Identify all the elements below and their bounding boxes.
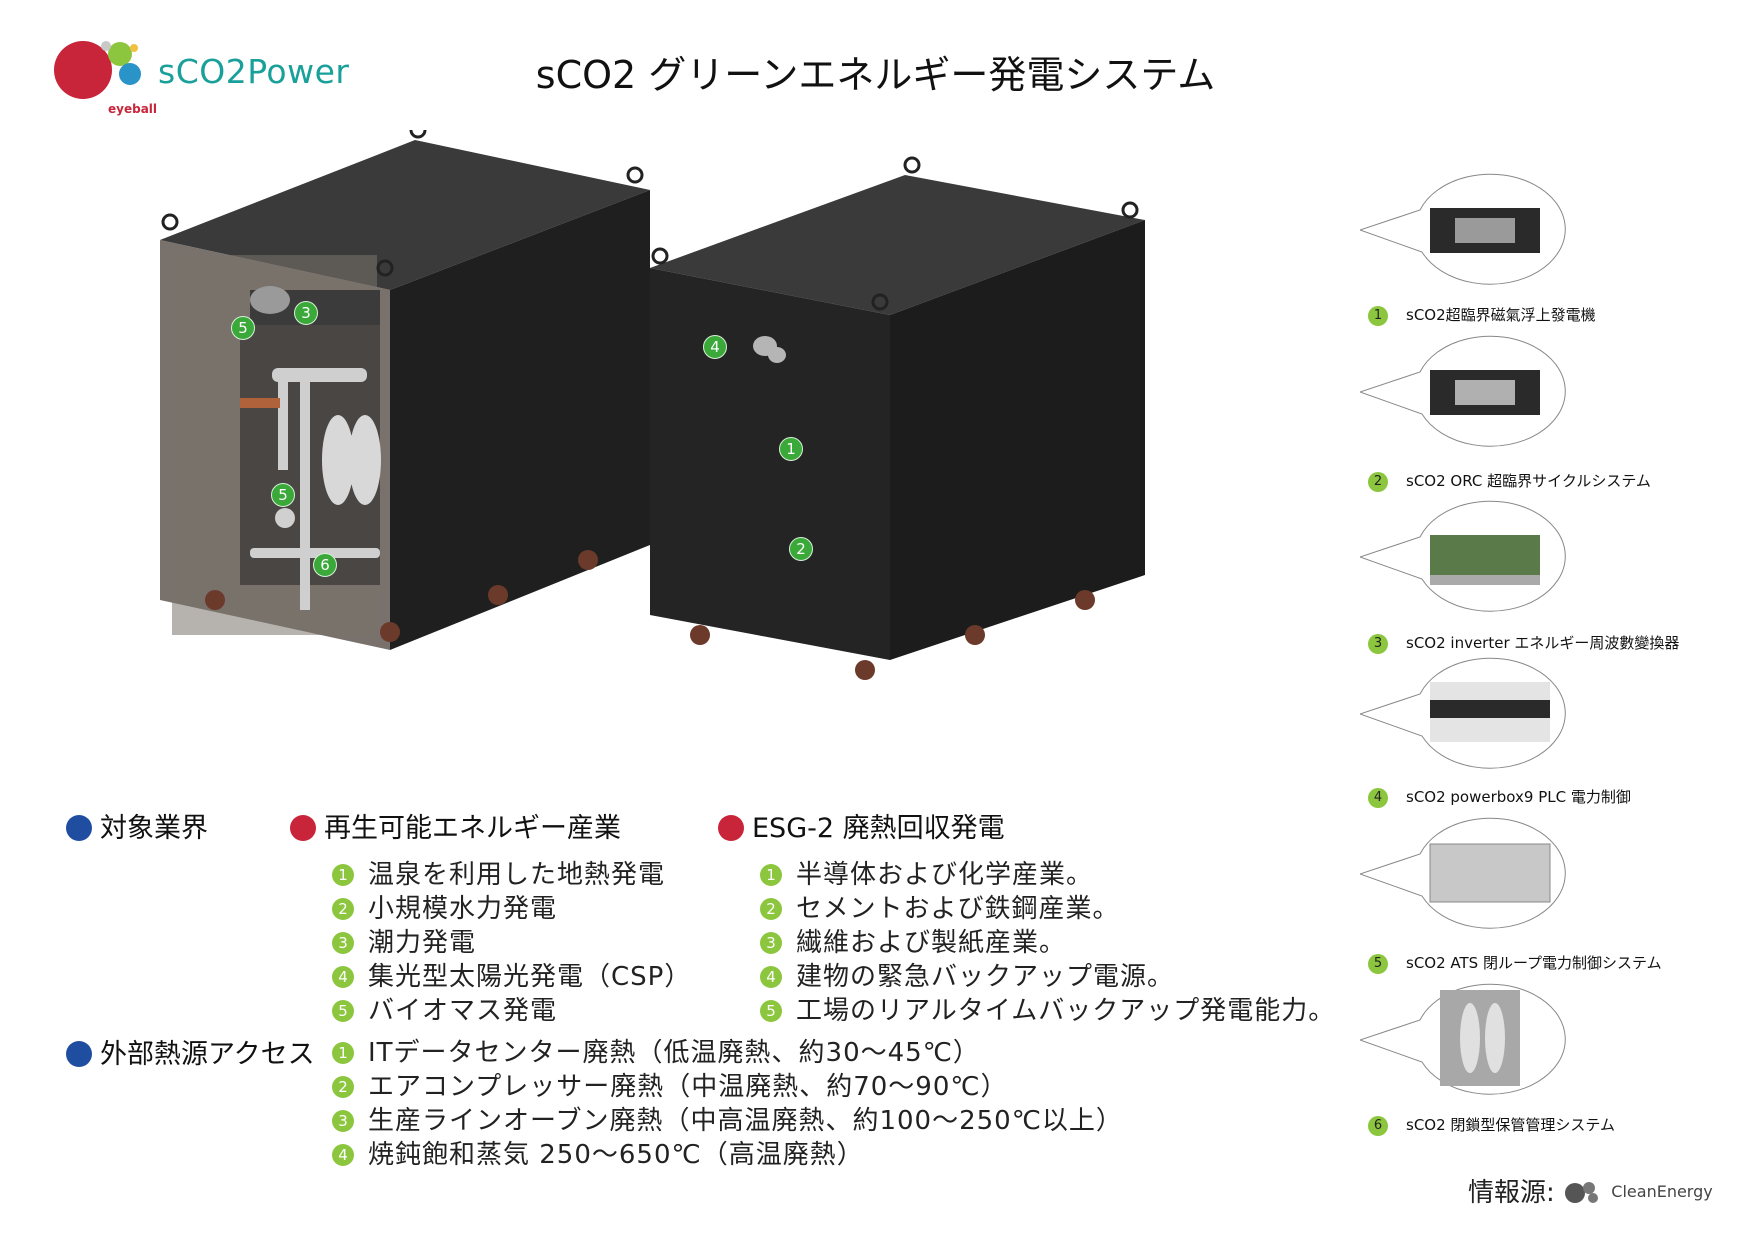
machine-open-cabinet — [160, 121, 650, 650]
component-callout-2 — [1360, 330, 1574, 450]
red-bullet — [718, 815, 744, 841]
machine-closed-cabinet — [650, 156, 1145, 680]
component-callout-1 — [1360, 168, 1574, 288]
source-org: CleanEnergy — [1611, 1182, 1713, 1201]
red-bullet — [290, 815, 316, 841]
marker-5: 5 — [271, 483, 295, 507]
esg-heading: ESG-2 廃熱回収発電 — [718, 806, 1005, 845]
blue-bullet — [66, 815, 92, 841]
renewable-heading: 再生可能エネルギー産業 — [290, 806, 621, 845]
marker-3: 3 — [294, 301, 318, 325]
external-heat-heading: 外部熱源アクセス — [66, 1032, 315, 1071]
target-industry-heading: 対象業界 — [66, 806, 208, 845]
marker-2: 2 — [789, 537, 813, 561]
marker-1: 1 — [779, 437, 803, 461]
component-callout-4 — [1360, 652, 1574, 772]
logo-wordmark: eyeball — [108, 102, 157, 116]
sco2-machine-illustration: 5 3 5 6 4 1 2 — [160, 121, 1300, 780]
eyeball-logo: eyeball — [48, 36, 158, 116]
component-callout-5 — [1360, 812, 1574, 932]
component-callout-6 — [1360, 978, 1574, 1098]
marker-5: 5 — [231, 316, 255, 340]
marker-4: 4 — [703, 335, 727, 359]
brand-name: sCO2Power — [158, 52, 350, 91]
source-label: 情報源: — [1468, 1178, 1555, 1208]
page-title: sCO2 グリーンエネルギー発電システム — [535, 53, 1216, 97]
eyeball-mini-logo — [1565, 1182, 1599, 1203]
source-credit: 情報源: CleanEnergy — [1468, 1172, 1713, 1209]
blue-bullet — [66, 1041, 92, 1067]
marker-6: 6 — [313, 553, 337, 577]
component-callout-3 — [1360, 495, 1574, 615]
